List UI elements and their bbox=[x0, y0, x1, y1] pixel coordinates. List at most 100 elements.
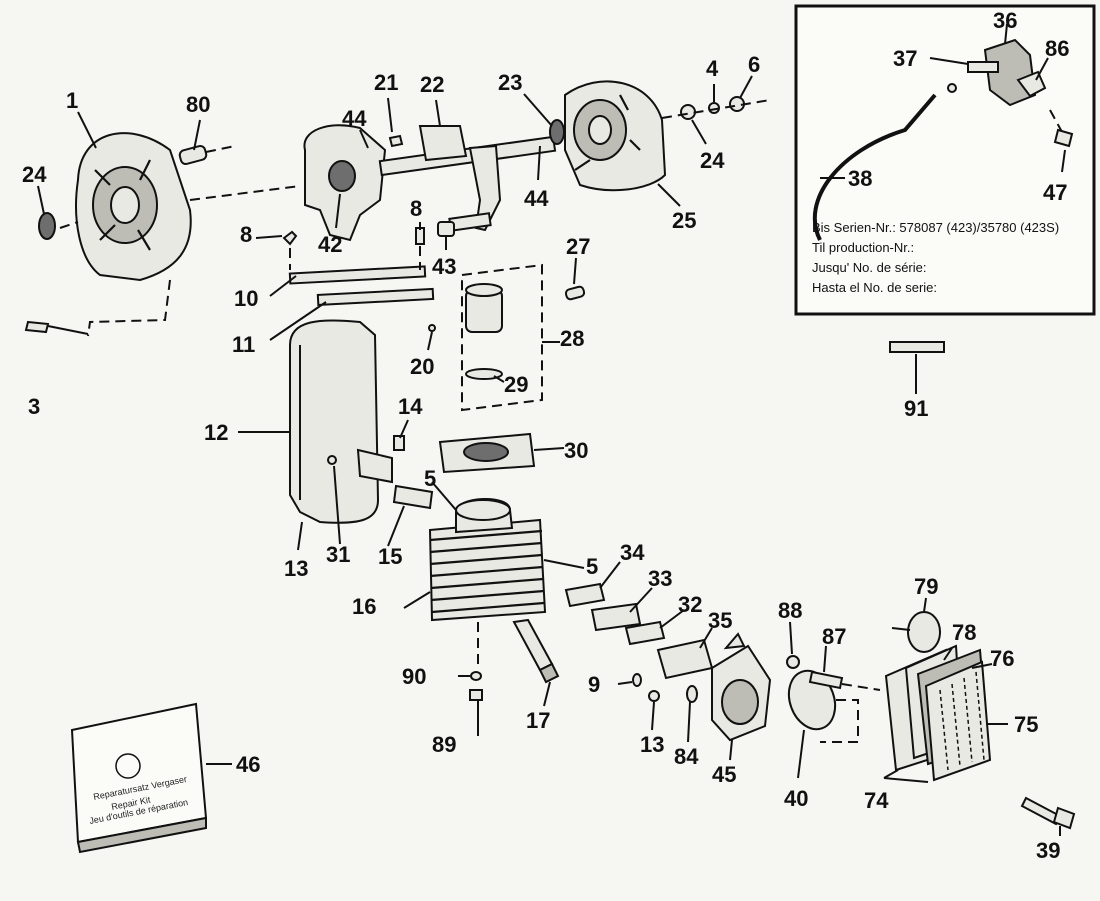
crankcase-right bbox=[564, 80, 667, 192]
label-9: 9 bbox=[588, 672, 600, 697]
gasket-34 bbox=[564, 582, 606, 608]
piston-crown bbox=[465, 283, 503, 297]
spacer-33 bbox=[590, 602, 642, 632]
bolt-89 bbox=[469, 689, 483, 701]
label-37: 37 bbox=[893, 46, 917, 71]
inset-serial-de: Bis Serien-Nr.: 578087 (423)/35780 (423S… bbox=[812, 220, 1059, 235]
screw-8a bbox=[282, 230, 298, 246]
rod-91 bbox=[889, 341, 945, 353]
leader-lines bbox=[37, 75, 1061, 836]
label-29: 29 bbox=[504, 372, 528, 397]
oring-9 bbox=[632, 673, 642, 687]
washer-90 bbox=[470, 671, 482, 681]
repair-kit-46: Reparatursatz Vergaser Repair Kit Jeu d'… bbox=[70, 702, 208, 854]
gasket-30-bore bbox=[463, 442, 509, 462]
label-15: 15 bbox=[378, 544, 402, 569]
inset-screw bbox=[1053, 128, 1074, 148]
gasket-42-hole bbox=[328, 160, 356, 192]
label-13a: 13 bbox=[284, 556, 308, 581]
knob-79 bbox=[907, 611, 941, 653]
plate-11 bbox=[316, 287, 435, 307]
screw-39 bbox=[1020, 796, 1076, 830]
carburetor-45 bbox=[711, 632, 772, 742]
label-39: 39 bbox=[1036, 838, 1060, 863]
label-3: 3 bbox=[28, 394, 40, 419]
label-46: 46 bbox=[236, 752, 260, 777]
oring-84 bbox=[686, 685, 698, 703]
label-44b: 44 bbox=[524, 186, 549, 211]
label-4: 4 bbox=[706, 56, 719, 81]
label-22: 22 bbox=[420, 72, 444, 97]
label-43: 43 bbox=[432, 254, 456, 279]
label-90: 90 bbox=[402, 664, 426, 689]
nut-13b bbox=[648, 690, 660, 702]
intake-35 bbox=[656, 638, 714, 680]
screw-8b bbox=[415, 227, 425, 245]
nut-88 bbox=[786, 655, 800, 669]
plate-10 bbox=[288, 265, 427, 285]
nut-31 bbox=[327, 455, 337, 465]
bolt-87 bbox=[808, 670, 844, 690]
label-30: 30 bbox=[564, 438, 588, 463]
inset-serial-es: Hasta el No. de serie: bbox=[812, 280, 937, 295]
label-21: 21 bbox=[374, 70, 398, 95]
label-16: 16 bbox=[352, 594, 376, 619]
label-25: 25 bbox=[672, 208, 696, 233]
crankcase-left bbox=[75, 132, 192, 282]
plug-43 bbox=[437, 221, 455, 237]
label-88: 88 bbox=[778, 598, 802, 623]
label-89: 89 bbox=[432, 732, 456, 757]
part-labels: 1 80 24 21 22 44 23 4 6 24 44 25 42 8 8 … bbox=[22, 52, 1060, 863]
label-79: 79 bbox=[914, 574, 938, 599]
bolt-21 bbox=[388, 134, 404, 148]
label-11: 11 bbox=[232, 332, 255, 357]
cable-nipple bbox=[947, 83, 957, 93]
pin-27 bbox=[564, 285, 586, 301]
label-20: 20 bbox=[410, 354, 434, 379]
label-24b: 24 bbox=[700, 148, 725, 173]
label-27: 27 bbox=[566, 234, 590, 259]
label-38: 38 bbox=[848, 166, 872, 191]
label-12: 12 bbox=[204, 420, 228, 445]
label-78: 78 bbox=[952, 620, 976, 645]
pin-80 bbox=[178, 144, 208, 166]
gasket-32 bbox=[624, 620, 666, 646]
label-13b: 13 bbox=[640, 732, 664, 757]
throttle-cable bbox=[813, 93, 937, 241]
label-6: 6 bbox=[748, 52, 760, 77]
label-45: 45 bbox=[712, 762, 736, 787]
bolt-14 bbox=[393, 435, 405, 451]
crankshaft bbox=[378, 125, 557, 232]
label-91: 91 bbox=[904, 396, 928, 421]
label-47: 47 bbox=[1043, 180, 1067, 205]
bearing-seal-23 bbox=[549, 119, 565, 145]
seal-24b bbox=[680, 104, 696, 120]
ring-29 bbox=[465, 368, 503, 380]
label-8b: 8 bbox=[410, 196, 422, 221]
label-32: 32 bbox=[678, 592, 702, 617]
label-31: 31 bbox=[326, 542, 350, 567]
label-17: 17 bbox=[526, 708, 550, 733]
flange-14 bbox=[356, 448, 393, 484]
label-44a: 44 bbox=[342, 106, 367, 131]
label-76: 76 bbox=[990, 646, 1014, 671]
label-1: 1 bbox=[66, 88, 78, 113]
spark-plug-17 bbox=[512, 618, 560, 684]
label-42: 42 bbox=[318, 232, 342, 257]
label-5b: 5 bbox=[586, 554, 598, 579]
label-28: 28 bbox=[560, 326, 584, 351]
circlip-20 bbox=[428, 324, 436, 332]
gasket-15 bbox=[392, 484, 434, 510]
inset-serial-da: Til production-Nr.: bbox=[812, 240, 914, 255]
cylinder-16 bbox=[428, 498, 547, 622]
label-74: 74 bbox=[864, 788, 889, 813]
inset-panel: 36 37 86 38 47 Bis Serien-Nr.: 578087 (4… bbox=[794, 4, 1096, 316]
label-84: 84 bbox=[674, 744, 699, 769]
label-33: 33 bbox=[648, 566, 672, 591]
label-75: 75 bbox=[1014, 712, 1038, 737]
label-24a: 24 bbox=[22, 162, 47, 187]
label-23: 23 bbox=[498, 70, 522, 95]
label-87: 87 bbox=[822, 624, 846, 649]
label-35: 35 bbox=[708, 608, 732, 633]
